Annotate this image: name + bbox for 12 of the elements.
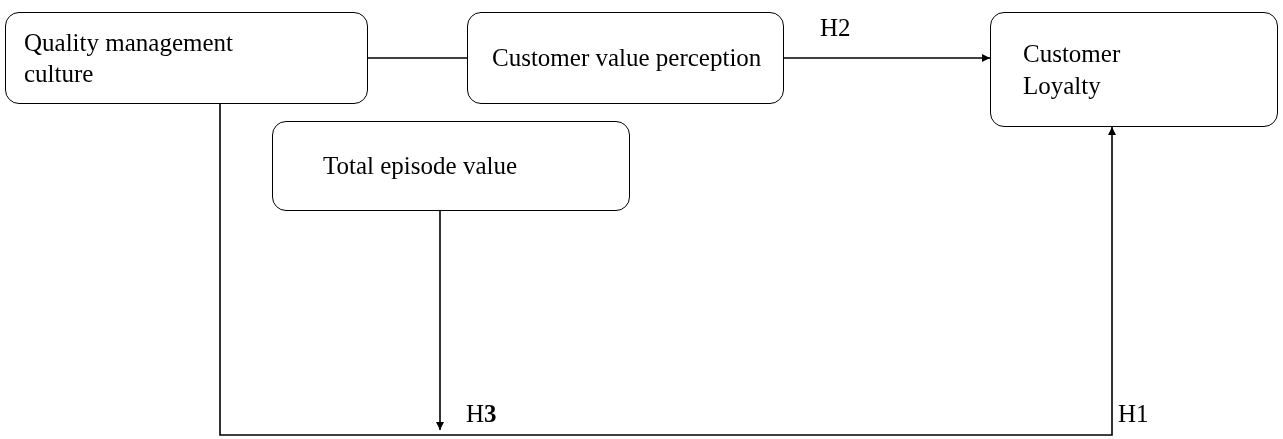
process-box: [272, 121, 630, 211]
process-box: [990, 12, 1278, 127]
arrow: [783, 54, 991, 62]
process-box: [467, 12, 784, 104]
node-label: Total episode value: [323, 151, 518, 182]
node-label: Customer Loyalty: [1023, 39, 1122, 101]
process-box: [5, 12, 368, 104]
arrow: [436, 210, 444, 431]
arrow: [219, 103, 1116, 436]
connector-line: [367, 57, 468, 59]
node-label: Customer value perception: [492, 43, 762, 74]
node-label: Quality management culture: [24, 27, 234, 89]
